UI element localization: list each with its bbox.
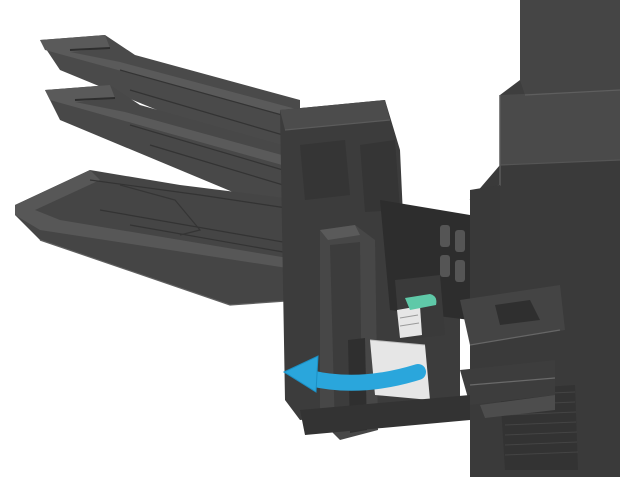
green-release-tab	[405, 294, 437, 310]
staple-cartridge	[395, 275, 445, 340]
finisher-base	[300, 395, 470, 435]
rail-assembly	[460, 285, 565, 418]
upper-output-tray	[40, 35, 301, 150]
lower-output-tray	[15, 170, 301, 306]
close-direction-arrow-icon	[282, 355, 426, 393]
middle-output-tray	[45, 85, 301, 205]
